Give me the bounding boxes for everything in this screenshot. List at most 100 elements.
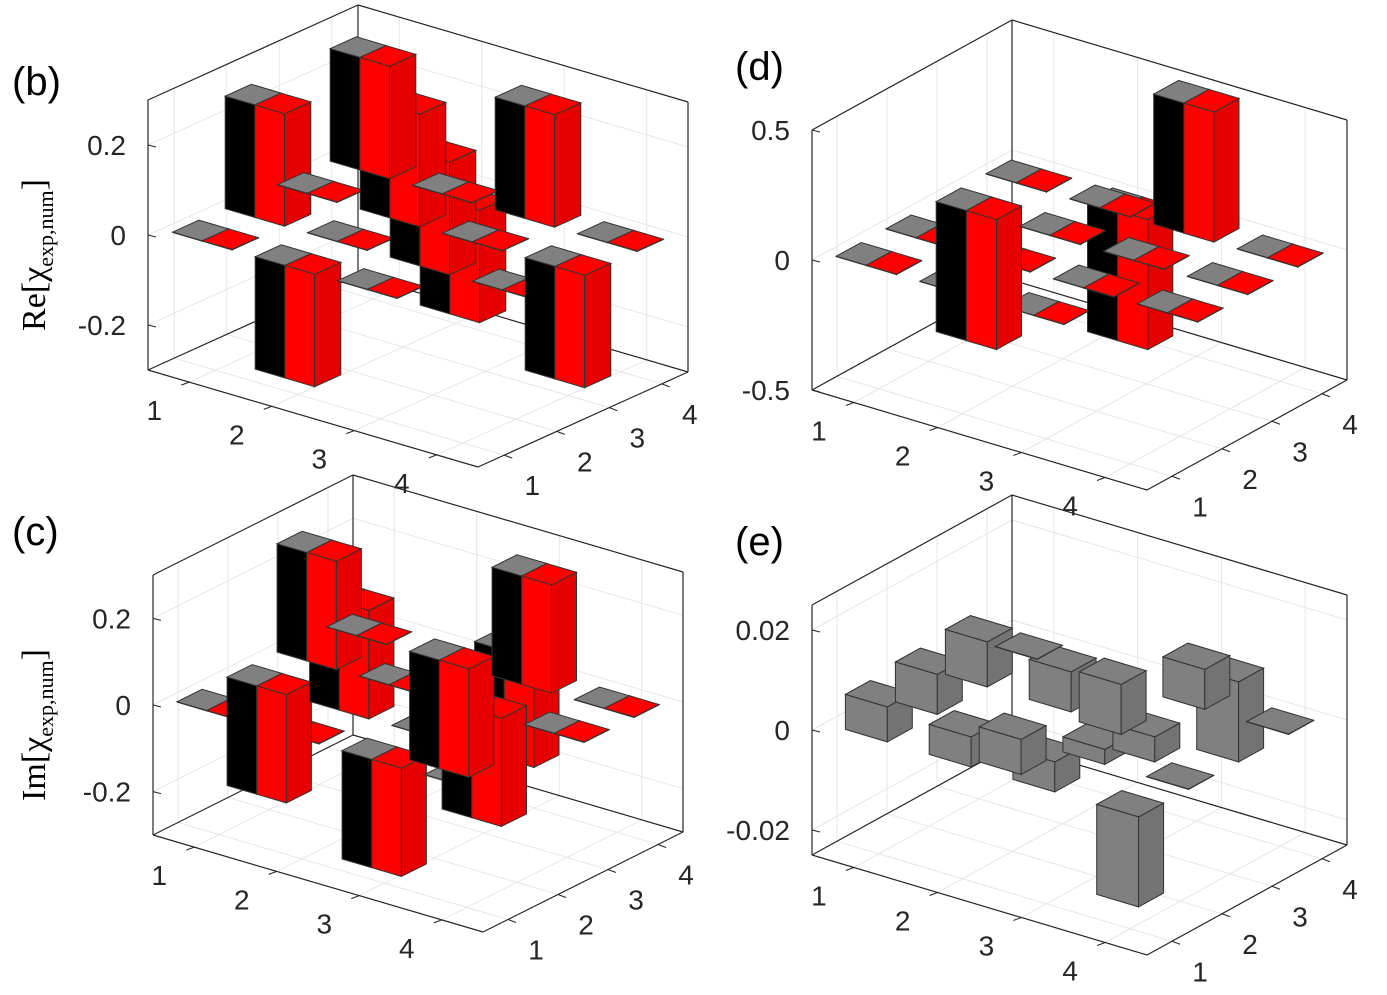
bar-top-face	[1132, 245, 1191, 270]
bar-top-face	[358, 45, 418, 67]
axis-edge	[482, 831, 684, 933]
axis-edge	[1146, 379, 1348, 491]
bar	[1145, 762, 1215, 791]
bar-top-face	[283, 253, 343, 275]
y-tick	[1271, 420, 1281, 425]
z-axis-label-bracket: [χ	[16, 267, 53, 293]
bar-top-face	[470, 229, 530, 252]
bar-top-face	[305, 539, 363, 562]
bar-side-face	[1138, 802, 1165, 908]
z-tick-label: 0.5	[751, 115, 790, 146]
bar	[305, 539, 363, 671]
bar	[1098, 193, 1157, 218]
bar-side-face	[996, 205, 1022, 351]
bar-top-face	[1095, 790, 1165, 818]
axis-edge	[152, 474, 354, 576]
bar	[994, 632, 1064, 661]
bar	[370, 746, 428, 878]
y-tick-label: 1	[1192, 491, 1208, 522]
y-tick	[1321, 393, 1331, 398]
bar-top-face	[944, 615, 1014, 643]
x-tick	[1096, 477, 1106, 481]
y-tick	[556, 430, 565, 435]
x-tick-label: 2	[229, 419, 245, 450]
x-tick	[1013, 452, 1022, 456]
x-tick	[929, 892, 938, 896]
bar-top-face	[1161, 642, 1232, 670]
z-axis-label-bracket: [χ	[16, 737, 53, 763]
bar	[1182, 88, 1241, 243]
bars	[834, 79, 1325, 351]
z-tick-label: -0.2	[78, 310, 126, 341]
bar-front-face	[329, 48, 361, 171]
axis-edge	[1146, 844, 1348, 956]
x-tick	[845, 867, 855, 871]
bar-side-face	[551, 571, 577, 694]
bar-front-face	[554, 265, 586, 389]
axis-edge	[147, 4, 359, 101]
z-tick-label: 0	[774, 715, 790, 746]
grid-line	[811, 519, 1348, 631]
z-tick	[147, 324, 157, 328]
bar	[255, 672, 313, 804]
bar	[520, 562, 578, 694]
z-tick-label: 0	[774, 245, 790, 276]
bar	[553, 254, 613, 389]
y-tick-label: 1	[524, 470, 540, 501]
x-tick-label: 1	[146, 395, 162, 426]
axis-edge	[1011, 279, 1348, 381]
panel-label: (c)	[12, 510, 59, 554]
y-tick	[504, 454, 513, 459]
z-tick	[147, 144, 157, 148]
grid-line	[1104, 832, 1306, 943]
axis-edge	[811, 19, 1013, 131]
x-tick	[181, 381, 190, 386]
bar-top-face	[1245, 707, 1315, 735]
z-axis-label-prefix: Re	[16, 293, 53, 331]
z-tick-label: 0	[115, 690, 131, 721]
bar-top-face	[994, 632, 1064, 660]
bar-top-face	[523, 93, 583, 116]
bar-side-face	[1213, 97, 1240, 243]
x-tick	[186, 846, 195, 851]
bar-side-face	[449, 149, 477, 276]
z-tick	[811, 259, 821, 263]
bar-top-face	[553, 254, 613, 276]
bar	[365, 276, 425, 300]
bar-side-face	[314, 261, 342, 388]
bar	[470, 229, 530, 252]
z-axis-label-prefix: Im	[16, 763, 53, 801]
bar-front-face	[284, 264, 316, 388]
y-tick-label: 3	[1292, 436, 1308, 467]
z-tick-label: -0.5	[742, 375, 790, 406]
bar	[1077, 657, 1148, 736]
bar	[602, 695, 661, 719]
y-tick-label: 2	[1242, 929, 1258, 960]
x-tick	[351, 895, 360, 900]
y-tick	[557, 894, 567, 898]
grid-line	[177, 822, 509, 920]
bar-side-face	[400, 754, 427, 878]
bar	[1132, 245, 1191, 271]
x-tick-label: 1	[811, 881, 827, 912]
bar-front-face	[256, 685, 287, 804]
bar-front-face	[491, 566, 523, 686]
grid-line	[152, 517, 684, 619]
x-tick	[433, 919, 442, 924]
y-tick-label: 3	[629, 423, 645, 454]
y-tick	[507, 919, 517, 923]
axis-edge	[352, 474, 684, 573]
y-tick	[607, 869, 617, 873]
bar-front-face	[1153, 93, 1185, 234]
bar-front-face	[524, 257, 556, 380]
grid-line	[1104, 367, 1306, 478]
bar	[1015, 168, 1073, 193]
axis-edge	[811, 389, 1148, 491]
bar	[437, 647, 496, 779]
bar-front-face	[1183, 102, 1215, 243]
y-tick	[1171, 475, 1181, 480]
bar-side-face	[479, 197, 507, 324]
bar	[965, 196, 1023, 351]
